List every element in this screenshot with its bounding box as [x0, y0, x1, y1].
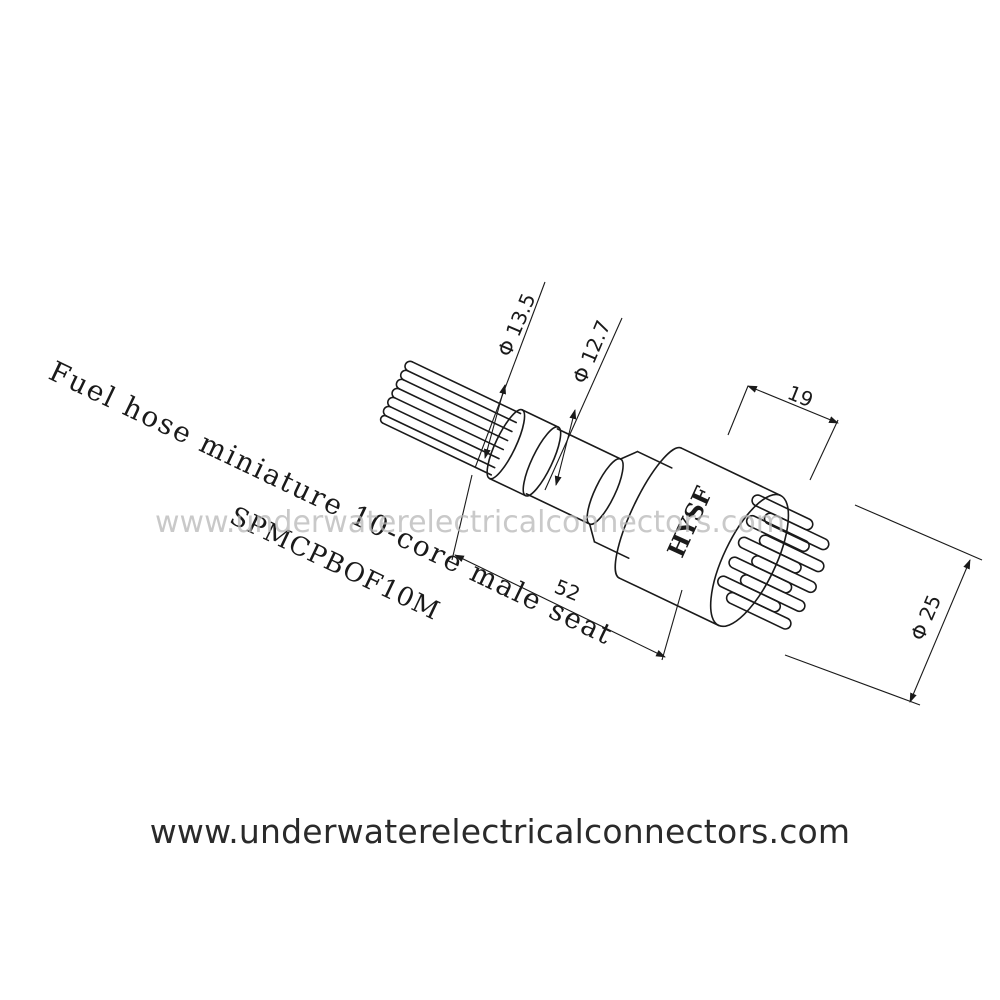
contact-pins [717, 494, 830, 630]
dimension-lines [451, 281, 983, 706]
pin [739, 574, 806, 613]
pin [737, 536, 802, 574]
drawing-title: Fuel hose miniature 10-core male seat [44, 355, 619, 652]
wire-bundle [379, 360, 522, 476]
dim-length-19: 19 [784, 380, 817, 412]
dim-diameter-12-7: Φ12.7 [568, 317, 616, 387]
pin [751, 494, 814, 531]
watermark: www.underwaterelectricalconnectors.com [155, 505, 785, 540]
pin [728, 556, 793, 594]
pin [717, 575, 782, 613]
pin [745, 514, 810, 553]
website-url: www.underwaterelectricalconnectors.com [149, 812, 851, 851]
dim-diameter-25: Φ25 [906, 591, 947, 644]
pin [751, 555, 817, 594]
dim-diameter-13-5: Φ13.5 [493, 290, 541, 360]
